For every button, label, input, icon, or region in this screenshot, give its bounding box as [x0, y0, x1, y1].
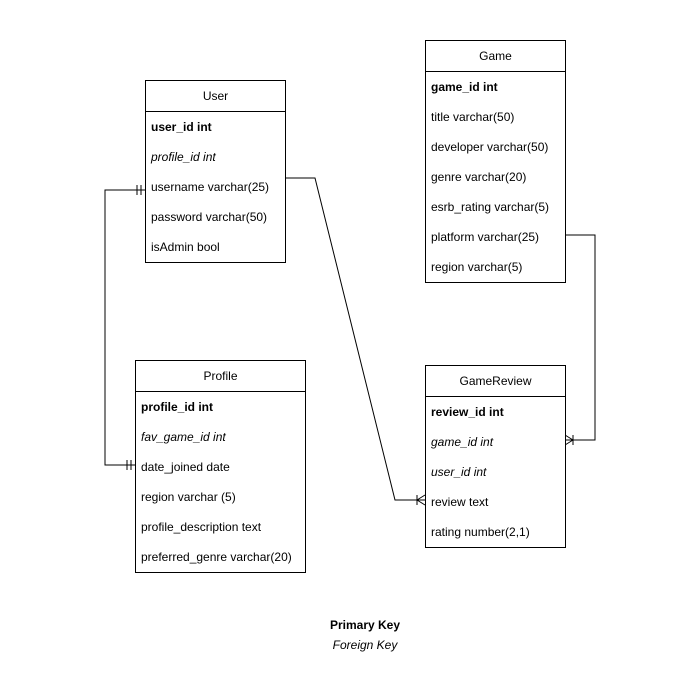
- field-esrb-rating: esrb_rating varchar(5): [431, 200, 550, 214]
- field-profile-id: profile_id int: [151, 150, 216, 164]
- field-fav-game-id: fav_game_id int: [141, 430, 226, 444]
- field-user-id: user_id int: [151, 120, 212, 134]
- gamereview-gameid-crowfoot-top: [564, 434, 574, 441]
- entity-profile[interactable]: Profile profile_id int fav_game_id int d…: [135, 360, 306, 573]
- entity-title: GameReview: [426, 366, 565, 397]
- connector-user-gamereview: [285, 177, 425, 501]
- entity-game[interactable]: Game game_id int title varchar(50) devel…: [425, 40, 566, 283]
- field-preferred-genre: preferred_genre varchar(20): [141, 550, 292, 564]
- legend-foreign-key: Foreign Key: [332, 638, 398, 652]
- field-password: password varchar(50): [151, 210, 268, 224]
- field-genre: genre varchar(20): [431, 170, 527, 184]
- entity-gamereview[interactable]: GameReview review_id int game_id int use…: [425, 365, 566, 548]
- field-date-joined: date_joined date: [141, 460, 230, 474]
- field-profile-id: profile_id int: [141, 400, 213, 414]
- field-developer: developer varchar(50): [431, 140, 549, 154]
- field-profile-description: profile_description text: [141, 520, 262, 534]
- legend-primary-key: Primary Key: [329, 618, 401, 632]
- field-game-id: game_id int: [431, 435, 494, 449]
- field-platform: platform varchar(25): [431, 230, 540, 244]
- field-rating: rating number(2,1): [431, 525, 530, 539]
- field-game-id: game_id int: [431, 80, 498, 94]
- field-review: review text: [431, 495, 489, 509]
- entity-title: Game: [426, 41, 565, 72]
- connector-game-gamereview: [565, 234, 596, 441]
- entity-title: Profile: [136, 361, 305, 392]
- field-region: region varchar(5): [431, 260, 523, 274]
- field-is-admin: isAdmin bool: [151, 240, 220, 254]
- gamereview-review-crowfoot-top: [416, 494, 426, 501]
- field-region: region varchar (5): [141, 490, 236, 504]
- entity-title: User: [146, 81, 285, 112]
- field-user-id: user_id int: [431, 465, 487, 479]
- field-username: username varchar(25): [151, 180, 270, 194]
- gamereview-gameid-crowfoot-bottom: [564, 439, 574, 446]
- gamereview-review-crowfoot-bottom: [416, 499, 426, 506]
- field-title: title varchar(50): [431, 110, 515, 124]
- entity-user[interactable]: User user_id int profile_id int username…: [145, 80, 286, 263]
- field-review-id: review_id int: [431, 405, 504, 419]
